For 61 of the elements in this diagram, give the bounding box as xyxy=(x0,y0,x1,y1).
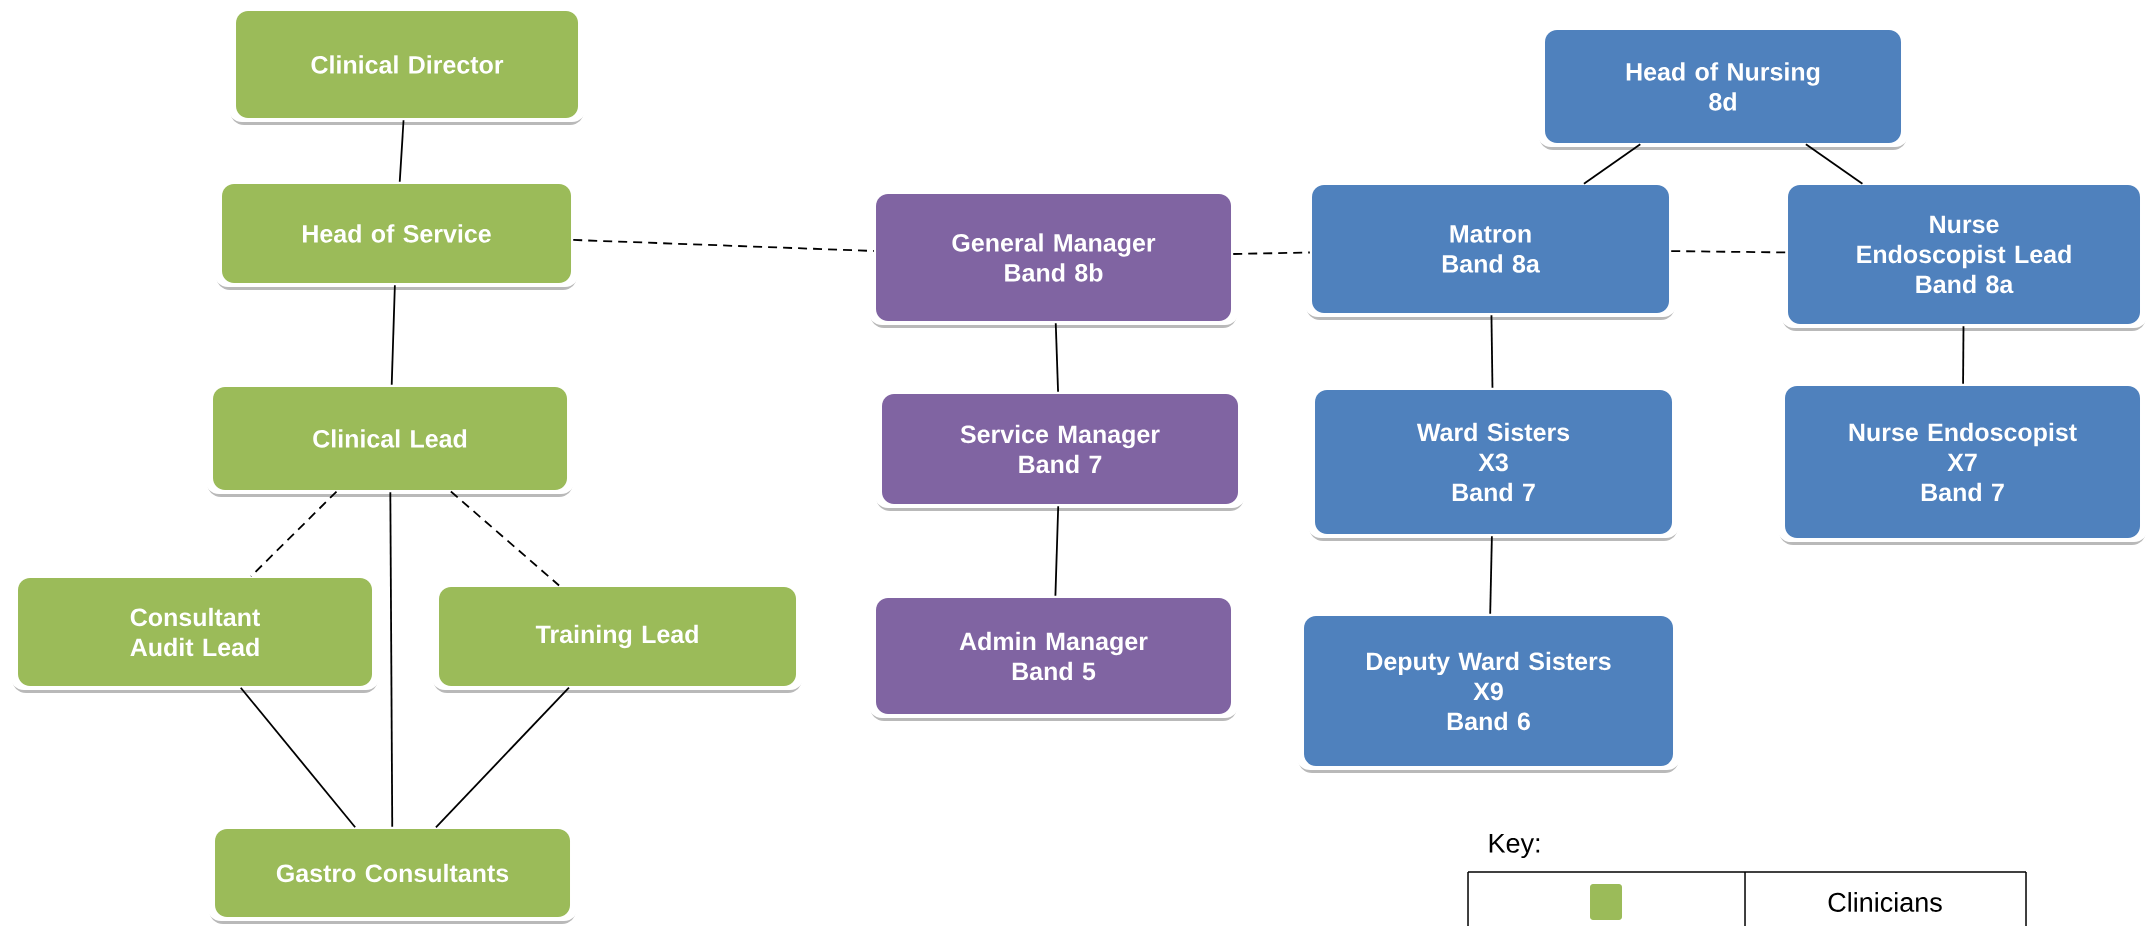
connector-line xyxy=(1583,143,1642,185)
org-box: Gastro Consultants xyxy=(207,823,578,924)
connector-line xyxy=(398,119,405,183)
org-box: Head of Service xyxy=(214,178,579,290)
node-label: Nurse Endoscopist Lead xyxy=(1857,215,2071,269)
node-label: Nurse Endoscopist xyxy=(1849,422,2077,447)
org-box: Clinical Lead xyxy=(205,381,575,497)
org-box: Consultant Audit Lead xyxy=(10,572,380,693)
connector-line xyxy=(250,490,338,578)
node-label: X7 xyxy=(1947,453,1977,471)
node-label: X9 xyxy=(1473,682,1503,701)
node-label: Service Manager xyxy=(960,424,1160,449)
node-label: Clinical Lead xyxy=(313,429,467,448)
node-label: General Manager xyxy=(952,233,1156,257)
org-box: Deputy Ward Sisters X9 Band 6 xyxy=(1296,610,1681,773)
org-box: General Manager Band 8b xyxy=(868,188,1239,328)
org-box: Clinical Director xyxy=(228,5,586,125)
node-label: Admin Manager xyxy=(959,631,1148,656)
connector-line xyxy=(1054,505,1060,597)
org-box: Training Lead xyxy=(431,581,804,693)
legend-text: Clinicians xyxy=(1828,892,1942,912)
connector-line xyxy=(1962,325,1965,385)
node-label: Consultant Audit Lead xyxy=(130,607,260,657)
node-label: Band 6 xyxy=(1447,711,1530,731)
node-label: Band 8b xyxy=(1005,263,1103,282)
org-box: Service Manager Band 7 xyxy=(874,388,1246,511)
org-box: Nurse Endoscopist X7 Band 7 xyxy=(1777,380,2148,545)
connector-line xyxy=(390,284,396,386)
connector-line xyxy=(1232,251,1311,255)
node-label: Matron xyxy=(1450,225,1531,243)
node-label: Band 8a xyxy=(1916,274,2014,294)
connector-line xyxy=(389,491,394,828)
node-label: Band 7 xyxy=(1452,482,1535,502)
org-box: Nurse Endoscopist Lead Band 8a xyxy=(1780,179,2148,331)
node-label: Head of Nursing xyxy=(1626,62,1820,86)
connector-line xyxy=(1054,322,1059,393)
node-label: Training Lead xyxy=(535,624,698,649)
org-box: Head of Nursing 8d xyxy=(1537,24,1909,150)
connector-line xyxy=(435,686,570,829)
connector-line xyxy=(572,239,875,252)
org-box: Matron Band 8a xyxy=(1304,179,1677,320)
node-label: Band 7 xyxy=(1921,482,2004,502)
node-label: X3 xyxy=(1478,453,1508,472)
connector-line xyxy=(1805,143,1864,185)
node-label: Clinical Director xyxy=(311,55,504,74)
node-label: Head of Service xyxy=(303,224,491,243)
connector-line xyxy=(239,686,357,829)
org-box: Ward Sisters X3 Band 7 xyxy=(1307,384,1680,541)
node-label: Gastro Consultants xyxy=(276,863,509,883)
node-label: Band 8a xyxy=(1442,254,1540,273)
node-label: Ward Sisters xyxy=(1416,422,1570,442)
connector-line xyxy=(449,490,560,587)
node-label: Band 7 xyxy=(1019,454,1102,474)
node-label: Deputy Ward Sisters xyxy=(1367,651,1611,676)
node-label: Band 5 xyxy=(1012,661,1096,681)
connector-line xyxy=(1490,314,1494,389)
key-heading: Key: xyxy=(1489,833,1540,859)
org-box: Admin Manager Band 5 xyxy=(868,592,1239,721)
node-label: 8d xyxy=(1709,92,1736,111)
connector-line xyxy=(1489,535,1493,615)
connector-line xyxy=(1670,250,1787,254)
